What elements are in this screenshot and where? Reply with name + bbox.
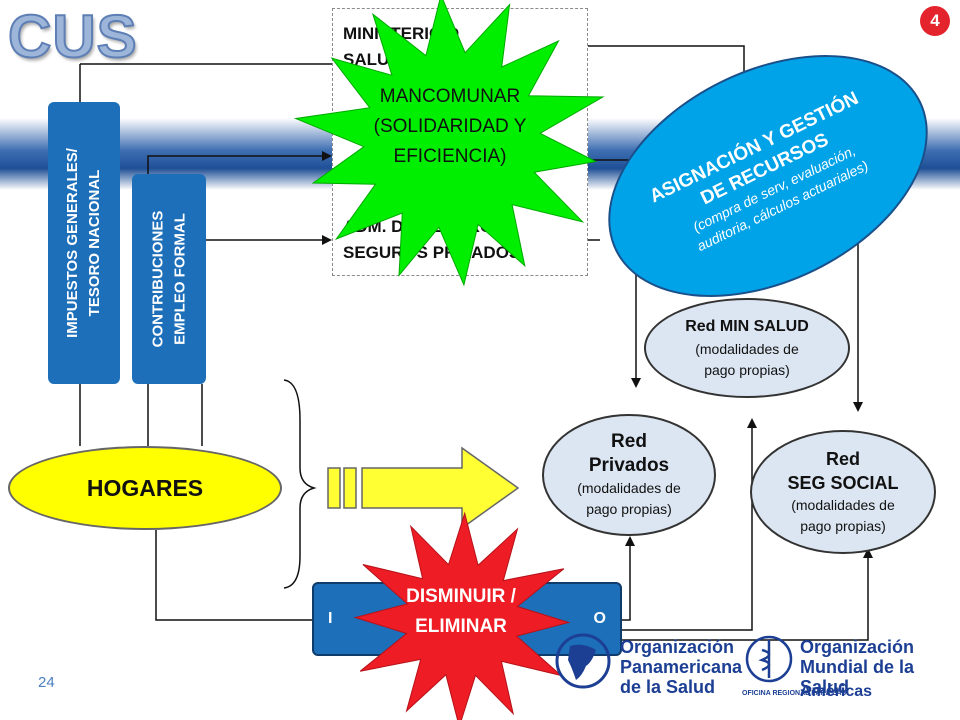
red-min-salud-title: Red MIN SALUD (685, 318, 809, 335)
pocket-left-fragment: I (328, 610, 333, 627)
green-star-line3: EFICIENCIA) (393, 146, 507, 167)
arrow-bar-2 (343, 467, 357, 509)
ministry-line4: SEGUROS PRIVADOS (343, 243, 521, 262)
line-pocket-to-segsocial (622, 548, 873, 641)
red-privados-title2: Privados (588, 455, 670, 476)
red-star-line1: DISMINUIR / (406, 586, 516, 607)
ops-logo-text: Organización Panamericana de la Salud (620, 637, 742, 697)
page-number-badge: 4 (920, 6, 950, 36)
red-min-salud: Red MIN SALUD (modalidades de pago propi… (644, 298, 850, 398)
hogares-ellipse: HOGARES (8, 446, 282, 530)
pocket-right-fragment: O (593, 610, 606, 627)
oms-emblem-icon (745, 635, 793, 683)
ops-globe-icon (555, 633, 611, 689)
cus-logo: CUS (7, 2, 138, 71)
oms-small-text: OFICINA REGIONAL PARA LAS (742, 690, 847, 697)
brace (283, 379, 317, 589)
green-starburst (293, 0, 605, 287)
red-privados-sub2: pago propias) (586, 501, 672, 517)
red-star-line2: ELIMINAR (415, 616, 507, 637)
red-seg-social-sub1: (modalidades de (791, 497, 895, 513)
impuestos-box: IMPUESTOS GENERALES/ TESORO NACIONAL (48, 102, 120, 384)
red-min-salud-sub2: pago propias) (704, 362, 790, 378)
line-contrib-to-ministry (147, 151, 332, 174)
line-pocket-to-privados (622, 536, 635, 621)
oms-region-text: Américas (800, 683, 873, 700)
hogares-label: HOGARES (86, 474, 204, 501)
red-min-salud-sub1: (modalidades de (695, 341, 799, 357)
red-seg-social-title1: Red (825, 449, 860, 469)
line-hogares-to-pocket (155, 530, 312, 621)
red-privados-title1: Red (611, 431, 647, 452)
ops-line1: Organización (620, 637, 735, 657)
green-star-text: MANCOMUNAR (SOLIDARIDAD Y EFICIENCIA) (344, 82, 556, 172)
red-privados: Red Privados (modalidades de pago propia… (542, 414, 716, 536)
slide-number: 24 (38, 674, 55, 691)
red-seg-social: Red SEG SOCIAL (modalidades de pago prop… (750, 430, 936, 554)
oms-line1: Organización (800, 637, 915, 657)
oms-logo-text: Organización Mundial de la Salud (800, 637, 960, 697)
red-privados-sub1: (modalidades de (577, 480, 681, 496)
red-star-text: DISMINUIR / ELIMINAR (378, 582, 544, 642)
oms-line2: Mundial de la Salud (800, 657, 915, 697)
arrow-bar-1 (327, 467, 341, 509)
contribuciones-box: CONTRIBUCIONES EMPLEO FORMAL (132, 174, 206, 384)
ops-line3: de la Salud (620, 677, 716, 697)
ops-line2: Panamericana (620, 657, 743, 677)
green-star-line2: (SOLIDARIDAD Y (373, 116, 527, 137)
arrow-head (361, 446, 520, 530)
hogares-arrow (327, 446, 520, 530)
green-star-line1: MANCOMUNAR (379, 86, 521, 107)
red-seg-social-sub2: pago propias) (800, 518, 886, 534)
red-seg-social-title2: SEG SOCIAL (787, 473, 899, 493)
